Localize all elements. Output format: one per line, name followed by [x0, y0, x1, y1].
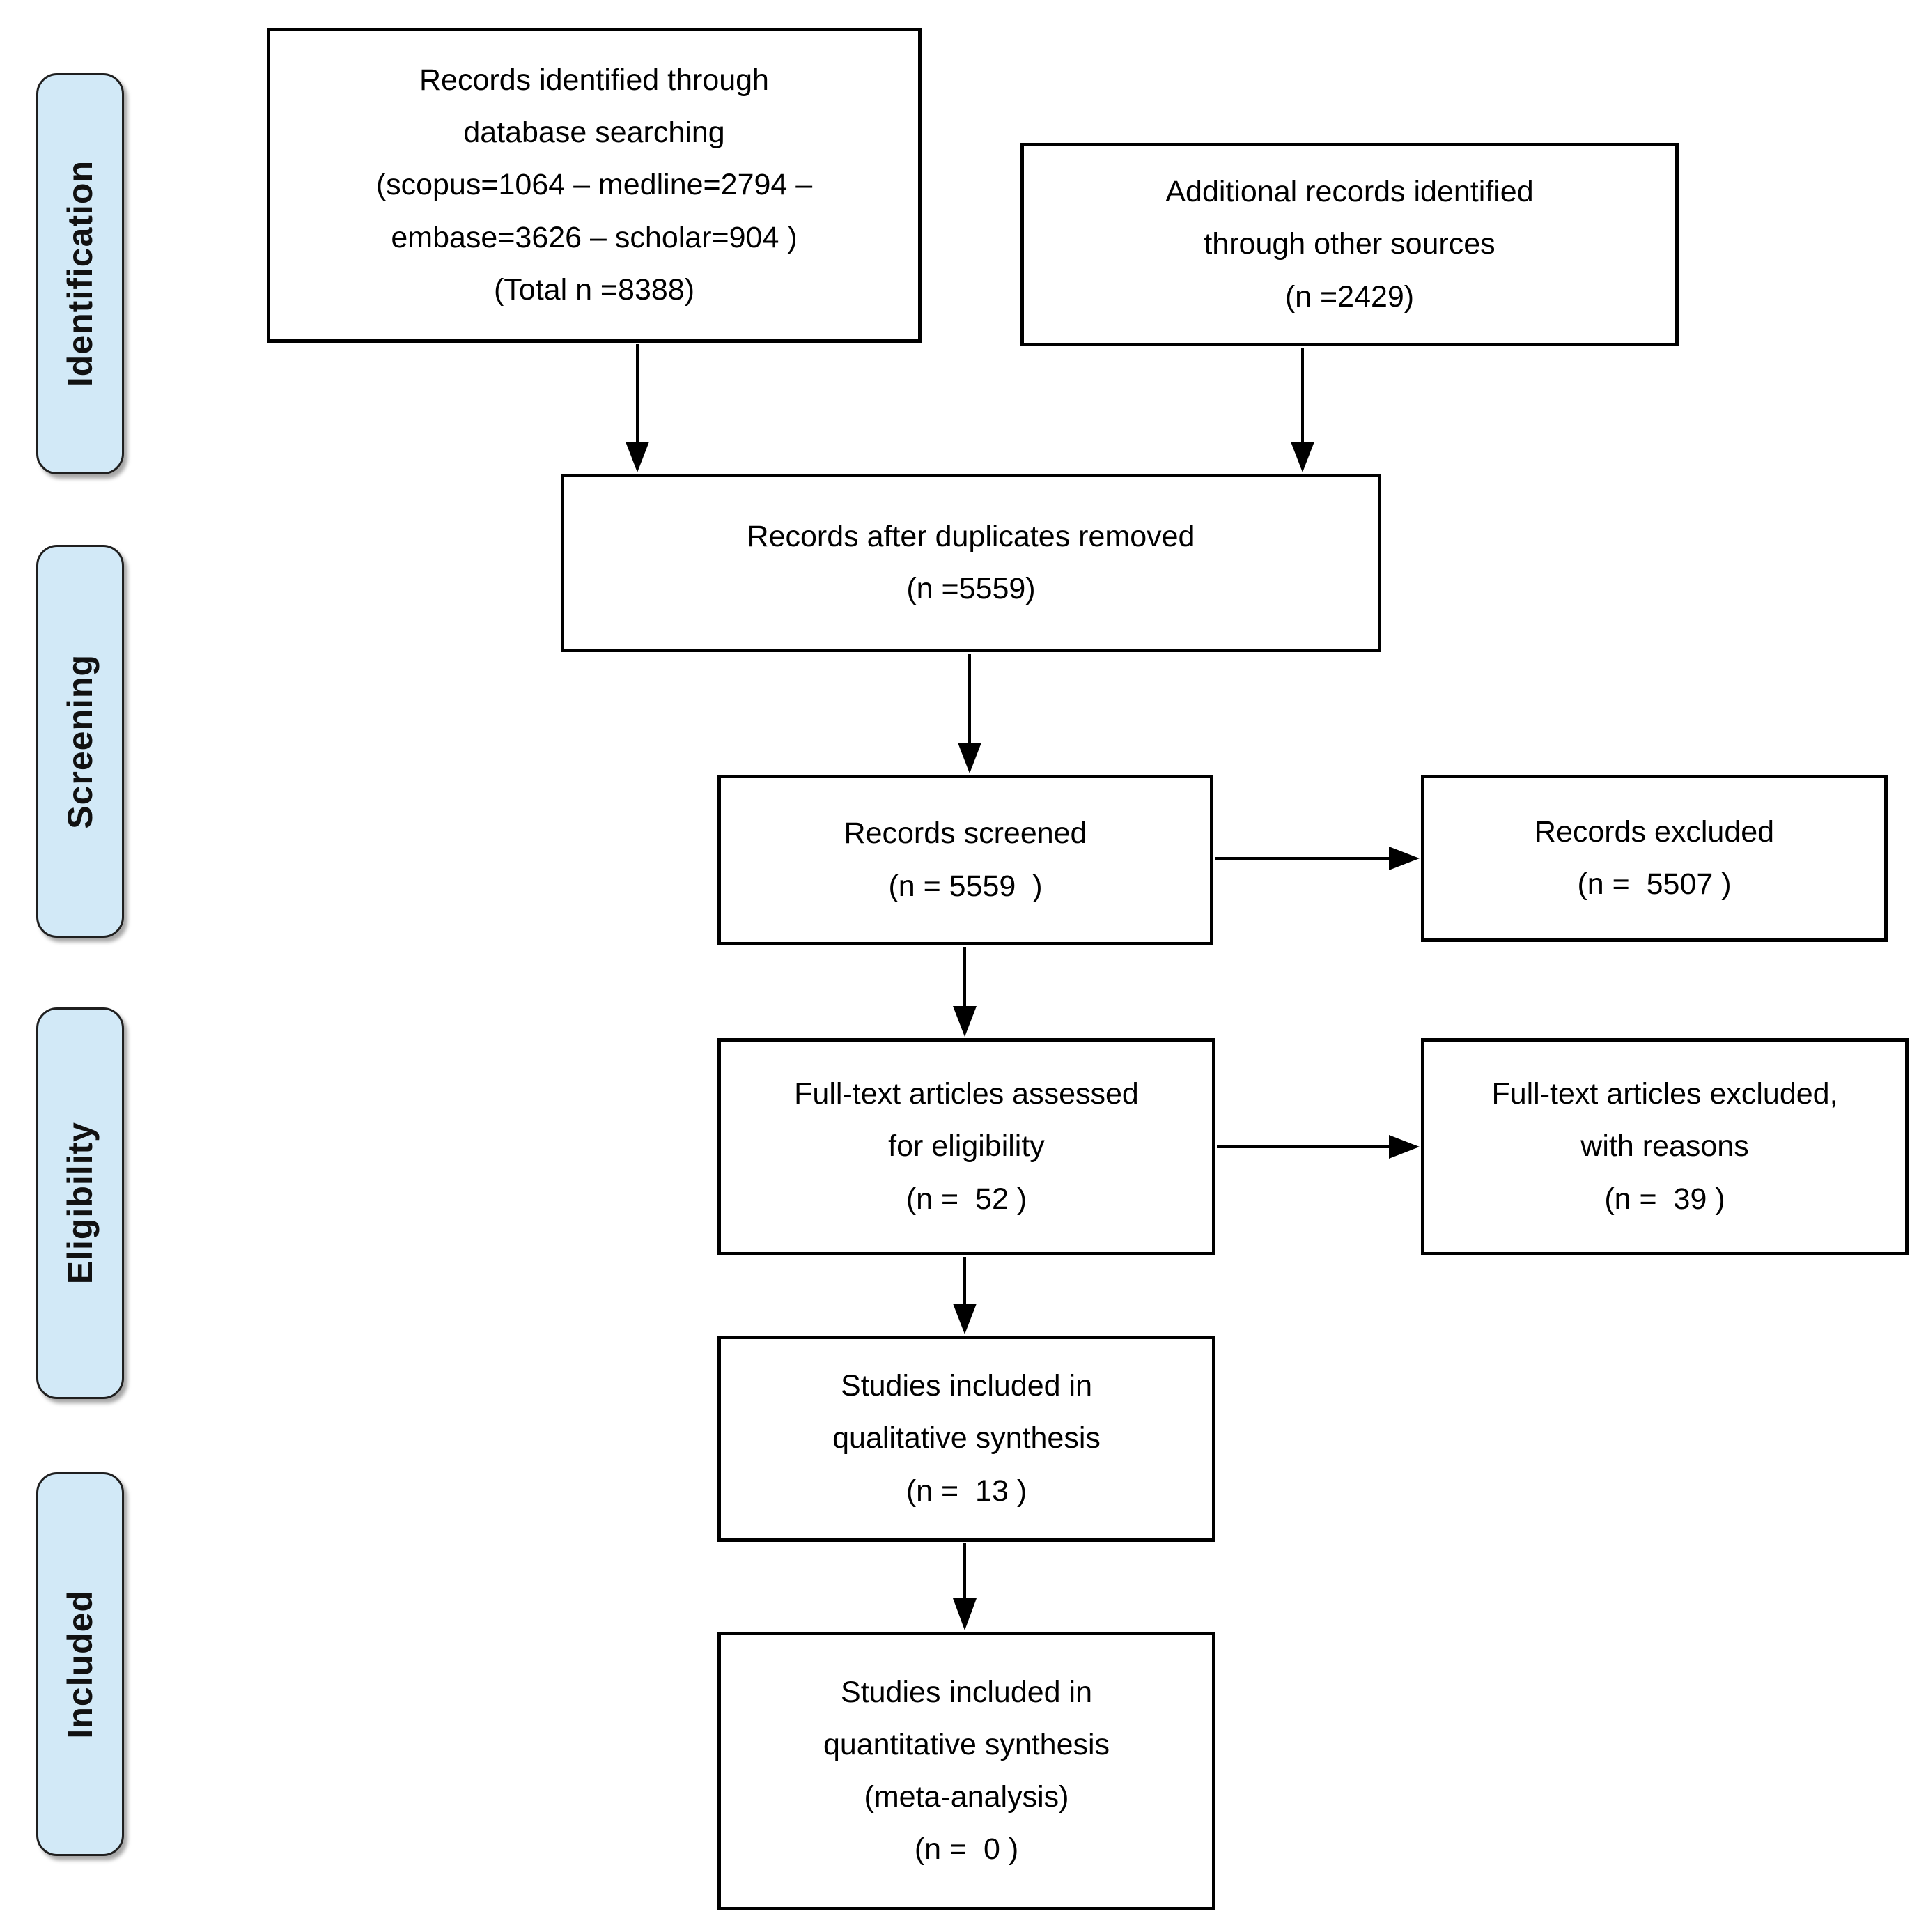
arrow-qualitative-to-quantitative	[953, 1543, 977, 1630]
arrow-screened-to-excluded	[1215, 847, 1420, 870]
stage-screening-label: Screening	[61, 654, 100, 829]
box-records-screened: Records screened (n = 5559 )	[717, 775, 1213, 945]
stage-included-label: Included	[61, 1589, 100, 1739]
box-additional-records: Additional records identified through ot…	[1020, 143, 1679, 346]
box-fulltext-assessed: Full-text articles assessed for eligibil…	[717, 1038, 1215, 1255]
arrow-fulltext-to-fulltext-excluded	[1217, 1135, 1420, 1159]
stage-eligibility-label: Eligibility	[61, 1122, 100, 1285]
box-fulltext-assessed-text: Full-text articles assessed for eligibil…	[794, 1077, 1139, 1216]
box-records-excluded: Records excluded (n = 5507 )	[1421, 775, 1888, 942]
box-qualitative-synthesis-text: Studies included in qualitative synthesi…	[832, 1369, 1101, 1508]
arrow-additional-to-duplicates	[1291, 348, 1314, 472]
box-after-duplicates: Records after duplicates removed (n =555…	[561, 474, 1381, 652]
box-additional-records-text: Additional records identified through ot…	[1165, 175, 1534, 314]
stage-identification-label: Identification	[61, 160, 100, 387]
arrow-identified-to-duplicates	[626, 344, 649, 472]
box-records-excluded-text: Records excluded (n = 5507 )	[1534, 814, 1775, 901]
box-quantitative-synthesis-text: Studies included in quantitative synthes…	[823, 1675, 1110, 1867]
arrow-duplicates-to-screened	[958, 654, 981, 773]
stage-identification: Identification	[36, 73, 124, 474]
box-records-identified-text: Records identified through database sear…	[375, 63, 813, 307]
stage-screening: Screening	[36, 545, 124, 938]
arrow-screened-to-fulltext	[953, 947, 977, 1037]
box-fulltext-excluded-text: Full-text articles excluded, with reason…	[1491, 1077, 1838, 1216]
stage-eligibility: Eligibility	[36, 1007, 124, 1399]
box-records-screened-text: Records screened (n = 5559 )	[844, 817, 1087, 903]
stage-included: Included	[36, 1472, 124, 1856]
box-records-identified: Records identified through database sear…	[267, 28, 922, 343]
box-quantitative-synthesis: Studies included in quantitative synthes…	[717, 1632, 1215, 1910]
box-fulltext-excluded: Full-text articles excluded, with reason…	[1421, 1038, 1909, 1255]
arrow-fulltext-to-qualitative	[953, 1257, 977, 1334]
box-after-duplicates-text: Records after duplicates removed (n =555…	[747, 519, 1195, 605]
box-qualitative-synthesis: Studies included in qualitative synthesi…	[717, 1336, 1215, 1542]
